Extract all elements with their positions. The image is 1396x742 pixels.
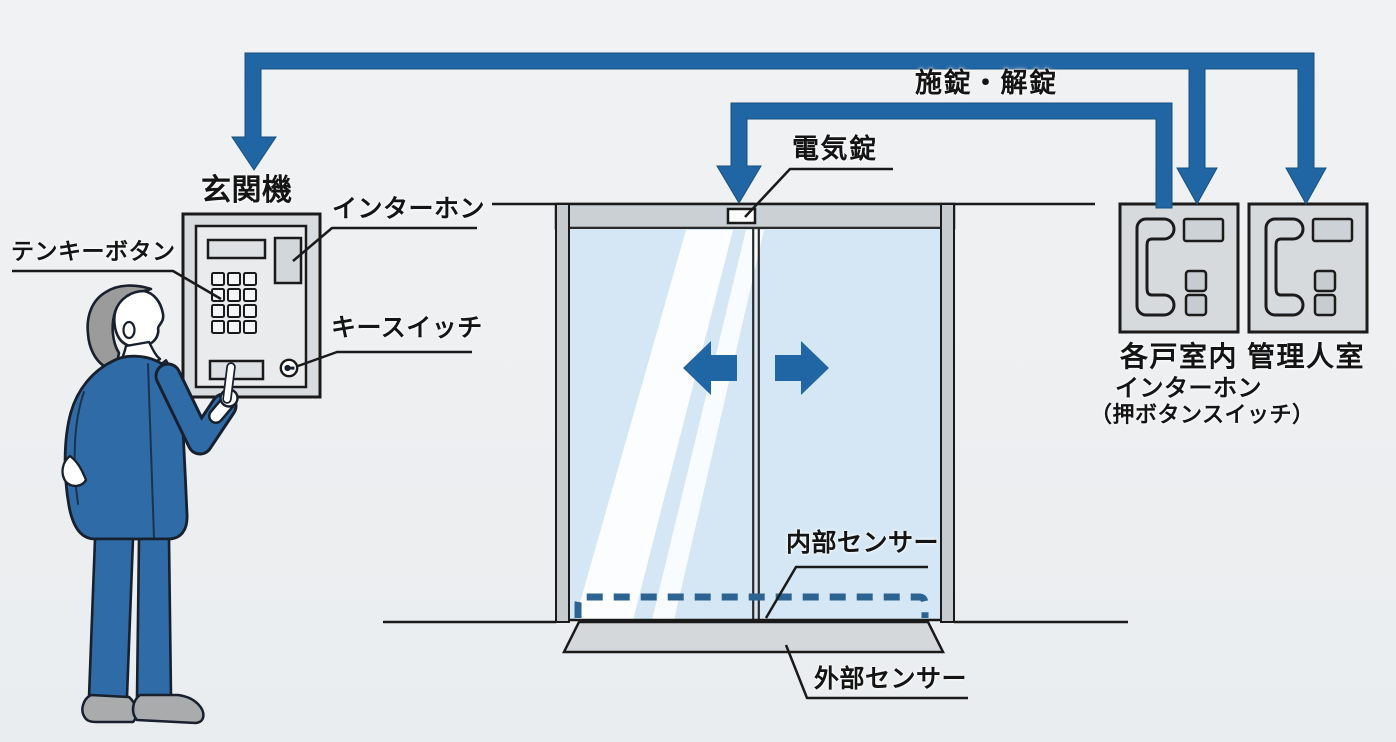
door-open-left-arrow-icon xyxy=(683,341,737,395)
panel-intercom-speaker xyxy=(273,236,303,285)
person-left-hand xyxy=(61,454,88,488)
door-post-left xyxy=(555,203,570,623)
intercom-leader xyxy=(292,226,477,262)
person-pointing-finger xyxy=(224,364,234,402)
leader-lines xyxy=(12,167,968,700)
push-button-switch-label: （押ボタンスイッチ） xyxy=(1090,402,1315,427)
tenkey-keypad xyxy=(211,272,257,334)
person xyxy=(61,284,239,725)
each-unit-room-label: 各戸室内 xyxy=(1120,341,1239,372)
panel-display xyxy=(206,238,267,260)
door-open-right-arrow-icon xyxy=(775,341,829,395)
outer-sensor-label: 外部センサー xyxy=(814,665,968,693)
electric-lock-label: 電気錠 xyxy=(792,134,878,164)
door-post-right xyxy=(940,203,955,623)
inner-sensor-label: 内部センサー xyxy=(786,529,940,557)
entrance-unit-panel xyxy=(181,212,322,399)
unit-room-intercom-device xyxy=(1118,202,1240,334)
manager-room-intercom-device xyxy=(1247,202,1369,334)
electric-lock-leader xyxy=(744,167,893,218)
inner-sensor-leader xyxy=(764,565,928,619)
entrance-unit-label: 玄関機 xyxy=(201,174,293,207)
intercom-label: インターホン xyxy=(332,195,486,223)
outer-sensor-mat xyxy=(561,620,946,654)
inner-sensor-zone xyxy=(574,593,929,618)
person-ear xyxy=(122,320,136,340)
person-shoe-left xyxy=(81,693,138,724)
manager-room-label: 管理人室 xyxy=(1247,341,1366,372)
call-connector-arrow xyxy=(231,52,1327,206)
tenkey-leader xyxy=(12,269,222,301)
sliding-door xyxy=(554,202,956,623)
outer-sensor-leader xyxy=(784,644,968,700)
person-shoe-right xyxy=(131,693,205,725)
indoor-intercom-label: インターホン xyxy=(1115,375,1262,402)
lock-unlock-label: 施錠・解錠 xyxy=(915,68,1058,98)
keyswitch-leader xyxy=(297,350,472,368)
person-leg-left xyxy=(87,537,135,699)
glass-reflections xyxy=(575,230,764,620)
person-leg-right xyxy=(135,537,173,699)
lock-unlock-connector-arrow xyxy=(716,102,1173,209)
panel-bottom-bar xyxy=(208,359,265,381)
key-switch-device xyxy=(279,358,299,378)
tenkey-button-label: テンキーボタン xyxy=(11,238,176,264)
key-switch-label: キースイッチ xyxy=(331,314,483,342)
